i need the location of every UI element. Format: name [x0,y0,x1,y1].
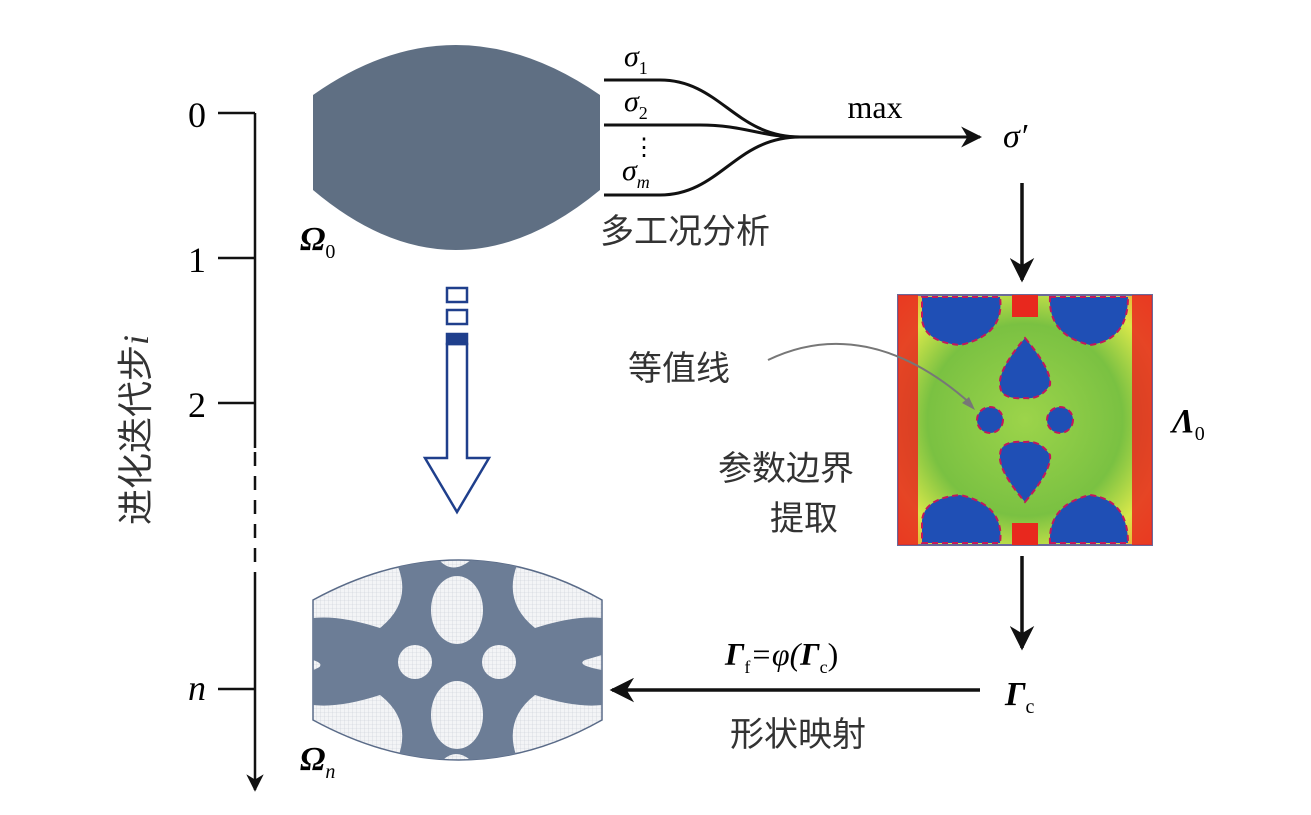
iteration-axis: 0 1 2 n 进化迭代步i [116,95,264,792]
blue-region-top [998,336,1052,400]
blue-region-bl [921,493,1002,544]
evolution-arrow [422,286,492,515]
tick-label-n: n [188,668,206,708]
param-boundary-label-2: 提取 [770,499,838,539]
sigma-m-label: σm [622,154,650,192]
tick-label-0: 0 [188,95,206,135]
level-set-field: Λ0 [897,294,1205,546]
blue-region-br [1048,493,1130,544]
max-label: max [847,89,902,125]
mapping-equation: Γf=φ(Γc) [724,636,838,677]
lambda-0-label: Λ0 [1170,403,1205,445]
stress-cases: σ1 σ2 ⋮ σm max σ′ 多工况分析 [600,40,1028,252]
shape-mapping-label: 形状映射 [730,715,866,755]
axis-title: 进化迭代步i [116,335,157,525]
blue-hole-left [976,406,1004,434]
sigma-2-label: σ2 [624,85,648,123]
final-domain: Ωn [300,559,603,783]
isoline-callout: 等值线 [628,342,975,410]
blue-region-bottom [998,440,1052,504]
param-boundary-label-1: 参数边界 [718,449,854,489]
omega-n-label: Ωn [300,741,335,783]
blue-hole-right [1046,406,1074,434]
initial-domain: Ω0 [300,45,600,263]
hole-right [482,645,516,679]
omega-0-label: Ω0 [300,221,335,263]
blue-region-tl [921,296,1002,347]
sigma-1-label: σ1 [624,40,648,78]
hole-top [431,576,483,644]
sigma-prime-label: σ′ [1003,118,1028,155]
isoline-label: 等值线 [628,349,730,389]
gamma-c-label: Γc [1004,676,1035,718]
tick-label-1: 1 [188,240,206,280]
hole-bottom [431,681,483,749]
blue-region-tr [1048,296,1130,347]
hole-left [398,645,432,679]
tick-label-2: 2 [188,385,206,425]
sigma-dots: ⋮ [632,135,656,161]
multi-case-label: 多工况分析 [600,212,770,252]
